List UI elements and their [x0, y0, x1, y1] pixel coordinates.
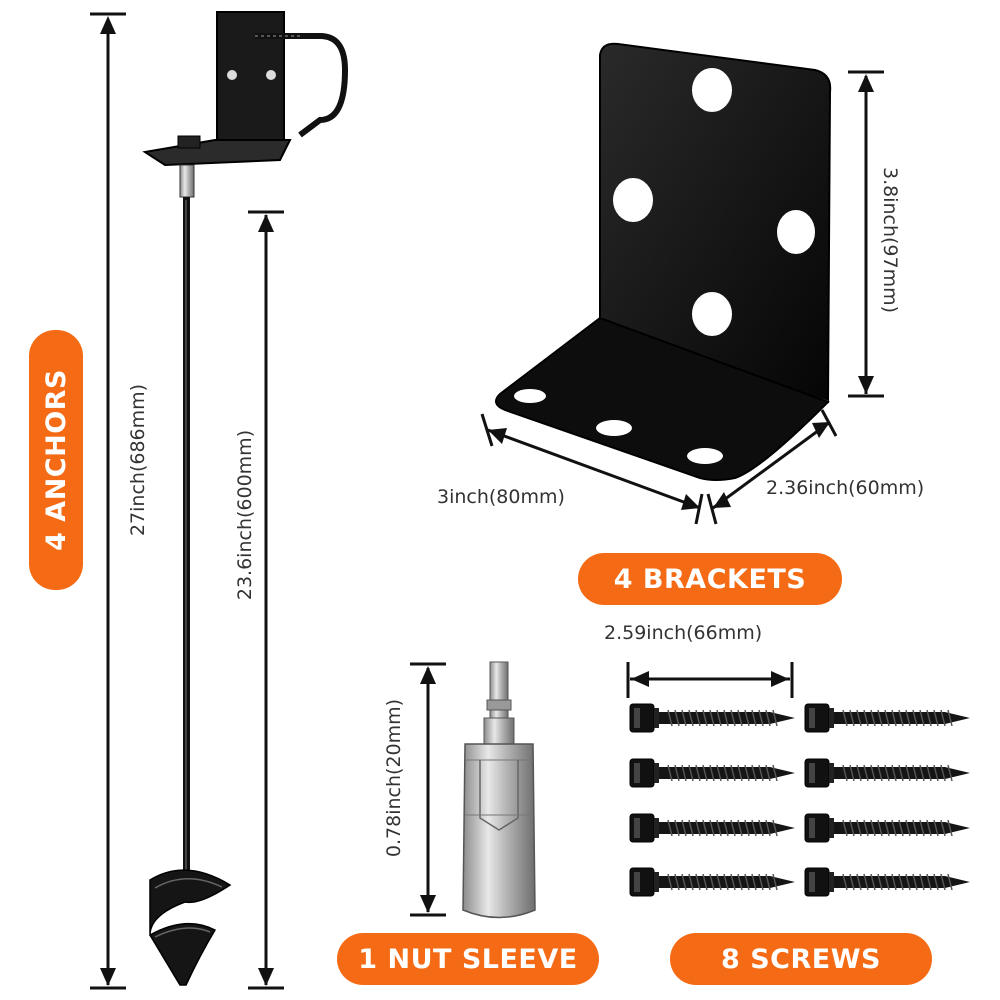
- bracket-hole: [613, 178, 653, 222]
- anchor-shaft-dimension-label: 23.6inch(600mm): [234, 429, 256, 601]
- screw: [629, 758, 795, 788]
- nut-sleeve-badge: 1 NUT SLEEVE: [337, 933, 599, 985]
- bracket-hole: [514, 389, 546, 403]
- anchor-u-bolt: [255, 33, 349, 138]
- screw: [804, 867, 970, 897]
- sleeve-dimension-label: 0.78inch(20mm): [383, 698, 405, 858]
- anchor-nut: [177, 135, 201, 149]
- brackets-badge: 4 BRACKETS: [578, 553, 842, 605]
- anchors-badge: 4 ANCHORS: [29, 330, 83, 590]
- bracket-depth-dimension-label: 2.36inch(60mm): [766, 477, 925, 499]
- bracket-depth-dimension-arrow: [712, 420, 831, 510]
- screw: [629, 867, 795, 897]
- bracket-hole: [687, 448, 723, 464]
- bracket-hole: [777, 210, 815, 254]
- screw-dimension-label: 2.59inch(66mm): [604, 622, 763, 644]
- anchor-plate-hole: [227, 70, 237, 80]
- screw: [629, 703, 795, 733]
- bracket-hole: [692, 68, 732, 112]
- screw: [804, 703, 970, 733]
- anchor: [142, 11, 349, 986]
- screws-badge: 8 SCREWS: [670, 933, 932, 985]
- anchor-plate-hole: [266, 70, 276, 80]
- bracket-hole: [692, 292, 732, 336]
- anchor-collar: [179, 164, 195, 198]
- bracket-width-dimension-arrow: [487, 428, 701, 510]
- bracket-width-dimension-label: 3inch(80mm): [437, 486, 565, 508]
- screw: [629, 813, 795, 843]
- screw: [804, 758, 970, 788]
- bracket-base-plate: [495, 316, 830, 481]
- screw-group: [629, 703, 970, 897]
- bracket: [495, 42, 832, 481]
- anchor-base-flange: [142, 139, 292, 167]
- bracket-hole: [596, 420, 632, 436]
- nut-sleeve: [462, 661, 536, 919]
- bracket-height-dimension-label: 3.8inch(97mm): [879, 166, 901, 314]
- anchor-total-dimension-label: 27inch(686mm): [127, 383, 149, 537]
- screw: [804, 813, 970, 843]
